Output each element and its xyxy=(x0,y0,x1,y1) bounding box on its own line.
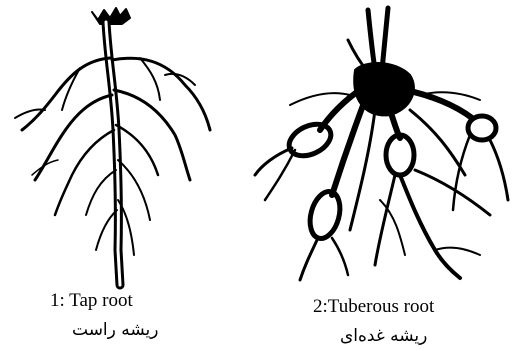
tap-root-caption-persian: ریشه راست xyxy=(72,320,159,340)
tuberous-root-panel: 2:Tuberous root ریشه غده‌ای xyxy=(250,0,515,351)
tuberous-root-illustration xyxy=(250,0,515,296)
tap-root-illustration xyxy=(0,0,250,290)
tap-root-panel: 1: Tap root ریشه راست xyxy=(0,0,250,351)
tuberous-root-caption-persian: ریشه غده‌ای xyxy=(340,326,427,346)
tap-root-caption-english: 1: Tap root xyxy=(50,290,133,312)
tuberous-root-caption-english: 2:Tuberous root xyxy=(313,296,434,318)
